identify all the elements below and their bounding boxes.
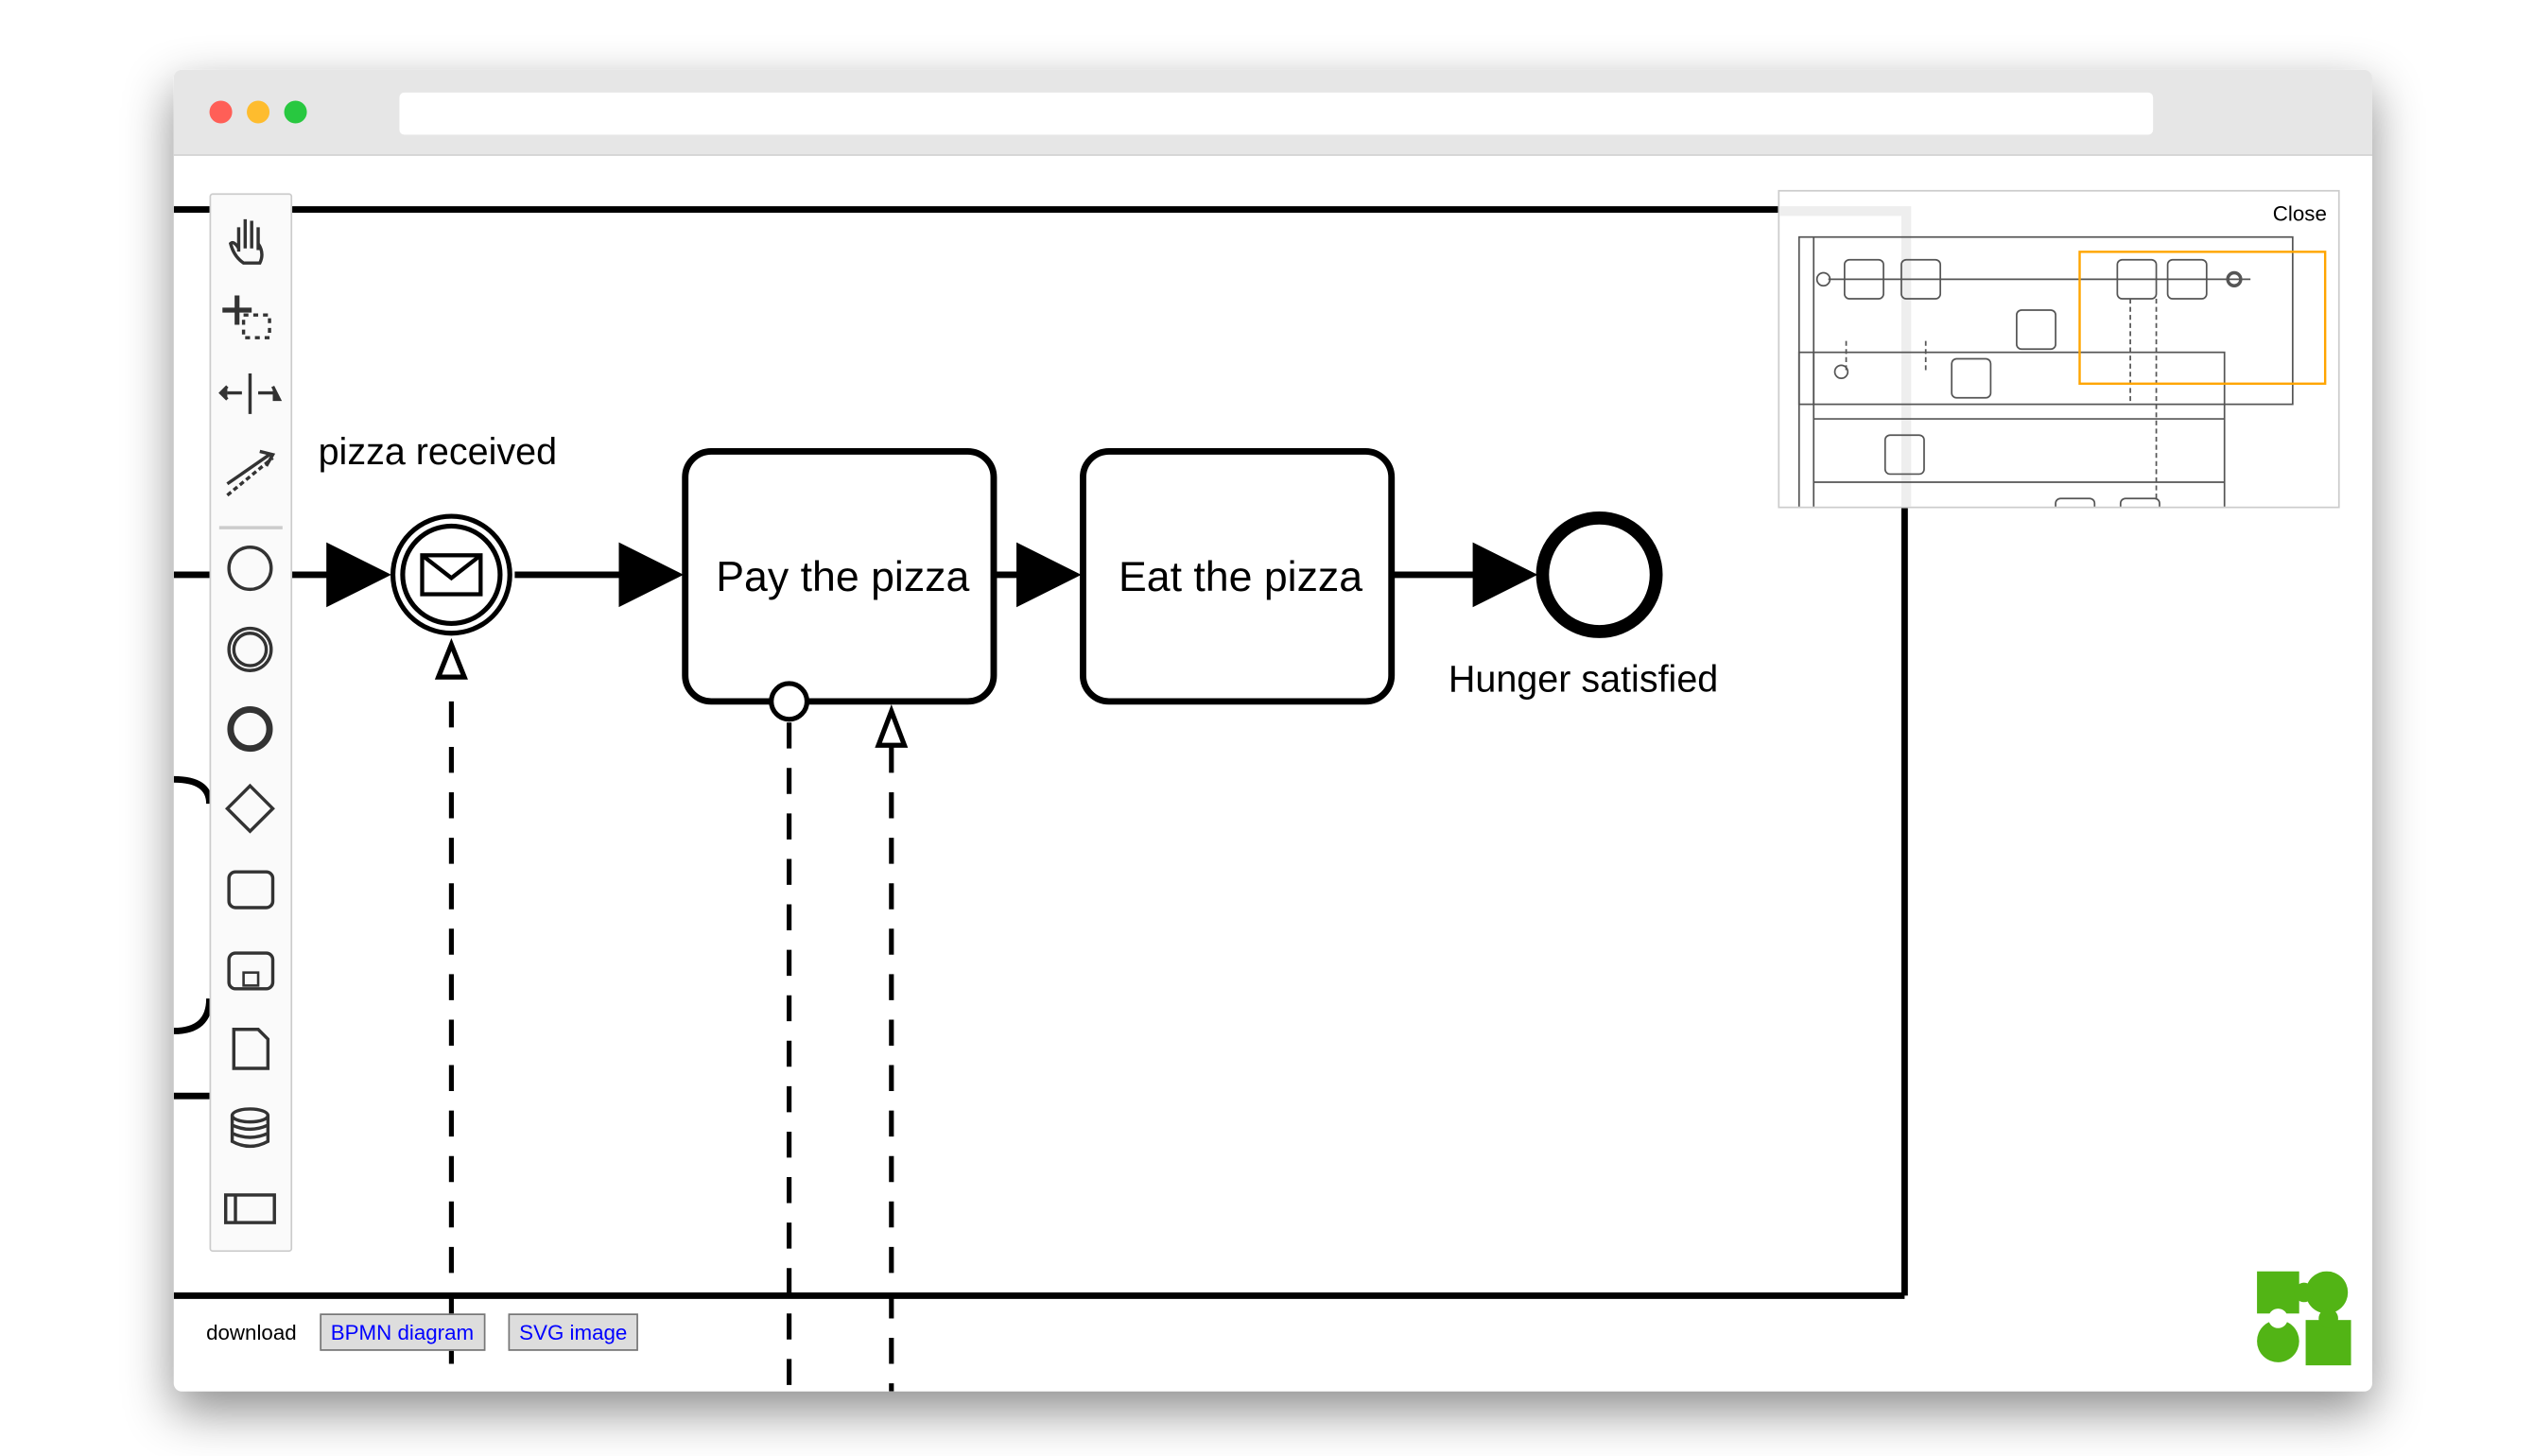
hand-tool-icon [228, 218, 264, 265]
task-eat-the-pizza[interactable] [1080, 447, 1396, 705]
bpmn-io-logo[interactable] [2257, 1271, 2351, 1366]
message-arrow-heads [434, 637, 909, 748]
end-event-icon [227, 706, 273, 753]
intermediate-event-icon [227, 626, 273, 672]
lasso-tool-icon [222, 295, 271, 339]
task-label: Eat the pizza [1118, 551, 1363, 601]
message-flow-source [769, 681, 810, 722]
task-pay-the-pizza[interactable] [682, 447, 998, 705]
title-bar [173, 69, 2372, 156]
diagram-svg [173, 206, 1908, 1392]
task-icon [227, 870, 275, 910]
space-tool-icon [218, 373, 283, 414]
browser-window: pizza received Pay the pizza Eat the piz… [173, 69, 2372, 1392]
minimap-overview [1779, 206, 2327, 507]
data-object-icon [232, 1028, 270, 1070]
download-label: download [206, 1320, 297, 1344]
start-message-event[interactable] [390, 513, 512, 636]
pool-border [173, 206, 1908, 1299]
minimap-viewport[interactable] [2078, 251, 2327, 386]
download-bpmn-button[interactable]: BPMN diagram [319, 1313, 486, 1351]
gateway-icon [224, 783, 275, 834]
bpmn-canvas[interactable]: pizza received Pay the pizza Eat the piz… [173, 154, 2372, 1392]
minimap[interactable]: Close [1778, 189, 2340, 509]
connect-tool-icon [226, 449, 276, 497]
subprocess-icon [227, 951, 275, 991]
data-store-icon [230, 1107, 270, 1149]
start-event-icon [227, 546, 273, 592]
task-label: Pay the pizza [716, 551, 970, 601]
close-window-button[interactable] [209, 100, 233, 124]
download-svg-button[interactable]: SVG image [508, 1313, 639, 1351]
end-event[interactable] [1535, 511, 1663, 638]
download-bar: download BPMN diagram SVG image [206, 1313, 639, 1351]
tool-palette [209, 193, 293, 1253]
zoom-window-button[interactable] [284, 100, 307, 124]
end-event-label: Hunger satisfied [1448, 657, 1719, 701]
address-bar[interactable] [399, 92, 2154, 135]
start-event-label: pizza received [318, 430, 558, 473]
participant-icon [223, 1193, 276, 1224]
minimap-close-button[interactable]: Close [2272, 200, 2327, 226]
minimize-window-button[interactable] [247, 100, 270, 124]
